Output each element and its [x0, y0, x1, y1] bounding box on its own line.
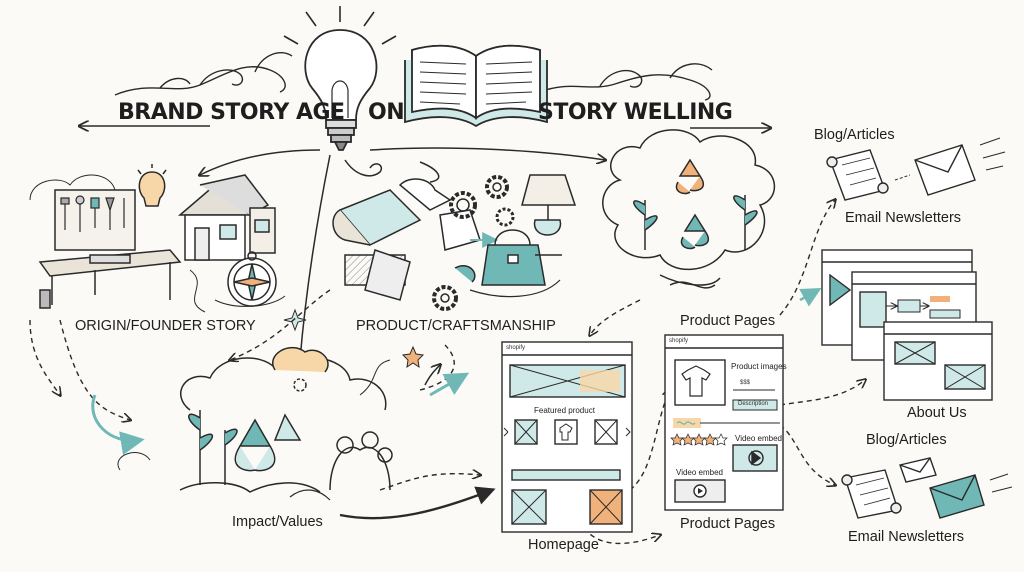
price-text: $$$ [740, 380, 751, 386]
video-embed-label-2: Video embed [676, 468, 723, 477]
homepage-browser-mock [501, 341, 633, 533]
homepage-label: Homepage [528, 537, 599, 553]
sparkle-icon [283, 308, 307, 332]
craftsmanship-label: PRODUCT/CRAFTSMANSHIP [356, 318, 556, 334]
description-button: Description [738, 401, 769, 407]
header-middle-word: ON [368, 100, 405, 125]
lightbulb-icon [283, 6, 397, 151]
header-right-title: STORY WELLING [538, 100, 733, 125]
about-us-label: About Us [907, 405, 967, 421]
email-newsletters-label-bottom: Email Newsletters [848, 529, 965, 545]
homepage-logo: shopify [506, 345, 526, 351]
video-embed-label-1: Video embed [735, 434, 782, 443]
envelope-icon-bottom [899, 457, 1013, 519]
origin-founder-label: ORIGIN/FOUNDER STORY [75, 318, 256, 334]
open-book-icon [404, 44, 548, 128]
product-images-label: Product images [731, 362, 787, 371]
rating-stars-icon [670, 433, 728, 446]
star-icon [401, 345, 425, 369]
header-flourish-right [539, 63, 713, 101]
impact-values-illustration [117, 346, 393, 501]
workshop-illustration [29, 164, 286, 313]
flow-arrows [200, 147, 605, 360]
product-page-browser-mock [664, 334, 784, 511]
impact-values-label: Impact/Values [232, 514, 323, 530]
craftsmanship-illustration [332, 174, 577, 311]
featured-product-label: Featured product [534, 406, 595, 415]
dashed-connectors [29, 200, 865, 545]
header-left-title: BRAND STORY AGE [118, 100, 345, 125]
product-page-logo: shopify [669, 338, 689, 344]
envelope-icon-top [894, 137, 1006, 196]
blog-articles-label-bottom: Blog/Articles [866, 432, 947, 448]
scroll-icon-bottom [841, 469, 902, 519]
scroll-icon-top [826, 149, 889, 201]
header-flourish-left [114, 52, 293, 96]
product-pages-label-top: Product Pages [680, 313, 776, 329]
blog-articles-label-top: Blog/Articles [814, 127, 895, 143]
email-newsletters-label-top: Email Newsletters [845, 210, 962, 226]
about-us-browser-stack [821, 249, 993, 401]
sustainability-cloud-illustration [602, 129, 776, 289]
product-pages-label-bottom: Product Pages [680, 516, 776, 532]
